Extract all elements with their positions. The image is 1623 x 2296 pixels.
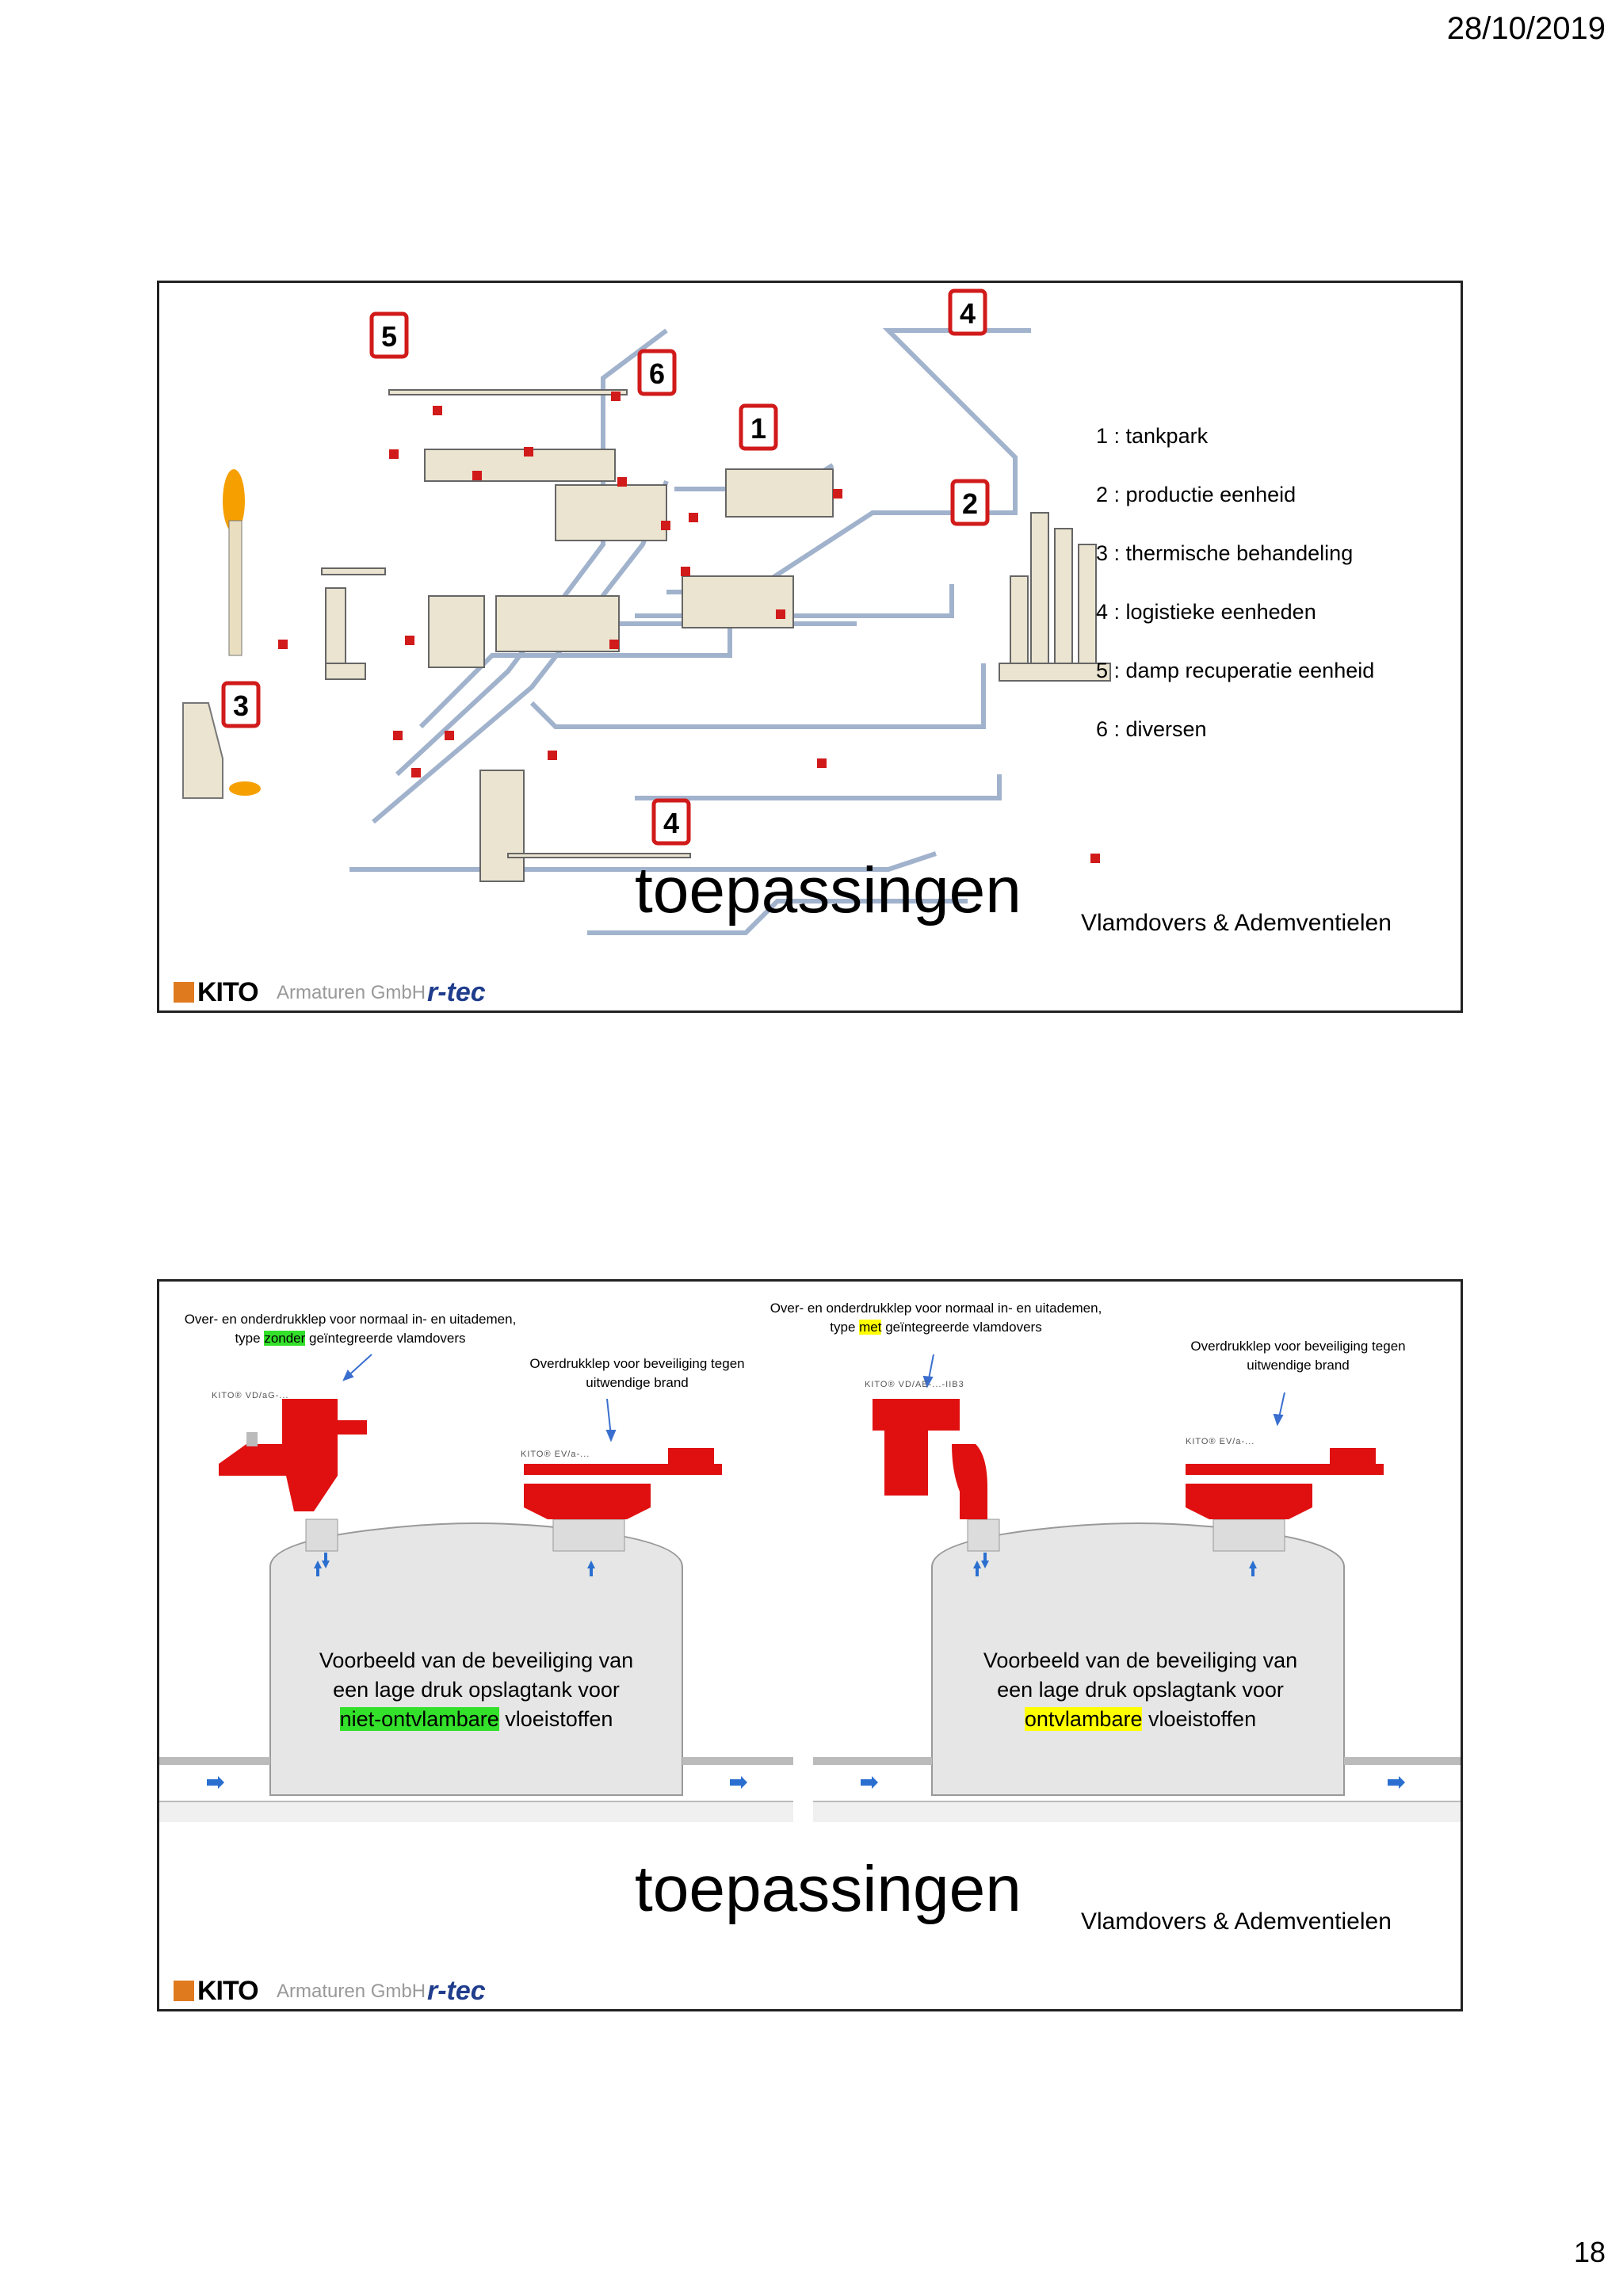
highlight-niet-ontvlambare: niet-ontvlambare [340,1707,499,1731]
slide-title: toepassingen [635,854,1022,928]
legend-item-3: 3 : thermische behandeling [1096,541,1374,600]
legend: 1 : tankpark 2 : productie eenheid 3 : t… [1096,424,1374,776]
left-callout-pressure-line2: uitwendige brand [514,1373,760,1392]
right-callout-pressure-line2: uitwendige brand [1175,1356,1421,1375]
footer-logos: KITO Armaturen GmbH r-tec [174,1976,506,2008]
diagram-marker-4a: 4 [960,297,976,330]
slide-2: Over- en onderdrukklep voor normaal in- … [157,1279,1463,2011]
slide-subtitle: Vlamdovers & Ademventielen [1081,1908,1392,1935]
highlight-met: met [859,1320,881,1335]
left-callout-pressure: Overdrukklep voor beveiliging tegen uitw… [514,1354,760,1392]
legend-item-4: 4 : logistieke eenheden [1096,600,1374,659]
left-callout-breather-line1: Over- en onderdrukklep voor normaal in- … [164,1310,537,1329]
rtec-logo: r-tec [427,1976,486,2007]
footer-logos: KITO Armaturen GmbH r-tec [174,977,506,1009]
left-tank-line2: een lage druk opslagtank voor [294,1675,659,1705]
slide-1: 5 6 1 4 2 3 4 1 : tankpark 2 : productie… [157,281,1463,1013]
diagram-marker-4b: 4 [663,807,679,839]
diagram-marker-5: 5 [381,320,397,353]
diagram-marker-1: 1 [750,412,766,445]
rtec-logo: r-tec [427,977,486,1008]
right-tank-line2: een lage druk opslagtank voor [958,1675,1323,1705]
page-date: 28/10/2019 [1447,11,1606,47]
left-tank-line3: niet-ontvlambare vloeistoffen [294,1705,659,1734]
right-model-2: KITO® EV/a-... [1186,1437,1254,1446]
kito-logo: KITO [197,1976,258,2007]
right-tank-line1: Voorbeeld van de beveiliging van [958,1646,1323,1675]
page-number: 18 [1574,2236,1606,2269]
right-tank-caption: Voorbeeld van de beveiliging van een lag… [958,1646,1323,1734]
left-tank-line1: Voorbeeld van de beveiliging van [294,1646,659,1675]
legend-item-2: 2 : productie eenheid [1096,483,1374,541]
highlight-zonder: zonder [264,1331,305,1346]
left-callout-breather-line2: type zonder geïntegreerde vlamdovers [164,1329,537,1348]
kito-logo-icon [174,1981,194,2001]
left-callout-pressure-line1: Overdrukklep voor beveiliging tegen [514,1354,760,1373]
left-model-1: KITO® VD/aG-... [212,1391,288,1400]
slide-title: toepassingen [635,1852,1022,1927]
diagram-marker-3: 3 [233,690,249,722]
diagram-marker-6: 6 [649,357,665,390]
legend-item-5: 5 : damp recuperatie eenheid [1096,659,1374,717]
right-model-1: KITO® VD/AE-...-IIB3 [865,1380,964,1389]
diagram-marker-2: 2 [962,487,978,520]
left-model-2: KITO® EV/a-... [521,1450,590,1459]
kito-logo-icon [174,982,194,1003]
right-callout-pressure: Overdrukklep voor beveiliging tegen uitw… [1175,1337,1421,1375]
left-callout-breather: Over- en onderdrukklep voor normaal in- … [164,1310,537,1348]
company-name: Armaturen GmbH [277,1981,426,2003]
highlight-ontvlambare: ontvlambare [1025,1707,1143,1731]
right-callout-breather: Over- en onderdrukklep voor normaal in- … [746,1299,1126,1337]
slide-subtitle: Vlamdovers & Ademventielen [1081,910,1392,937]
legend-item-1: 1 : tankpark [1096,424,1374,483]
legend-item-6: 6 : diversen [1096,717,1374,776]
right-callout-breather-line2: type met geïntegreerde vlamdovers [746,1318,1126,1337]
right-callout-pressure-line1: Overdrukklep voor beveiliging tegen [1175,1337,1421,1356]
right-callout-breather-line1: Over- en onderdrukklep voor normaal in- … [746,1299,1126,1318]
company-name: Armaturen GmbH [277,982,426,1004]
left-tank-caption: Voorbeeld van de beveiliging van een lag… [294,1646,659,1734]
kito-logo: KITO [197,977,258,1008]
right-tank-line3: ontvlambare vloeistoffen [958,1705,1323,1734]
